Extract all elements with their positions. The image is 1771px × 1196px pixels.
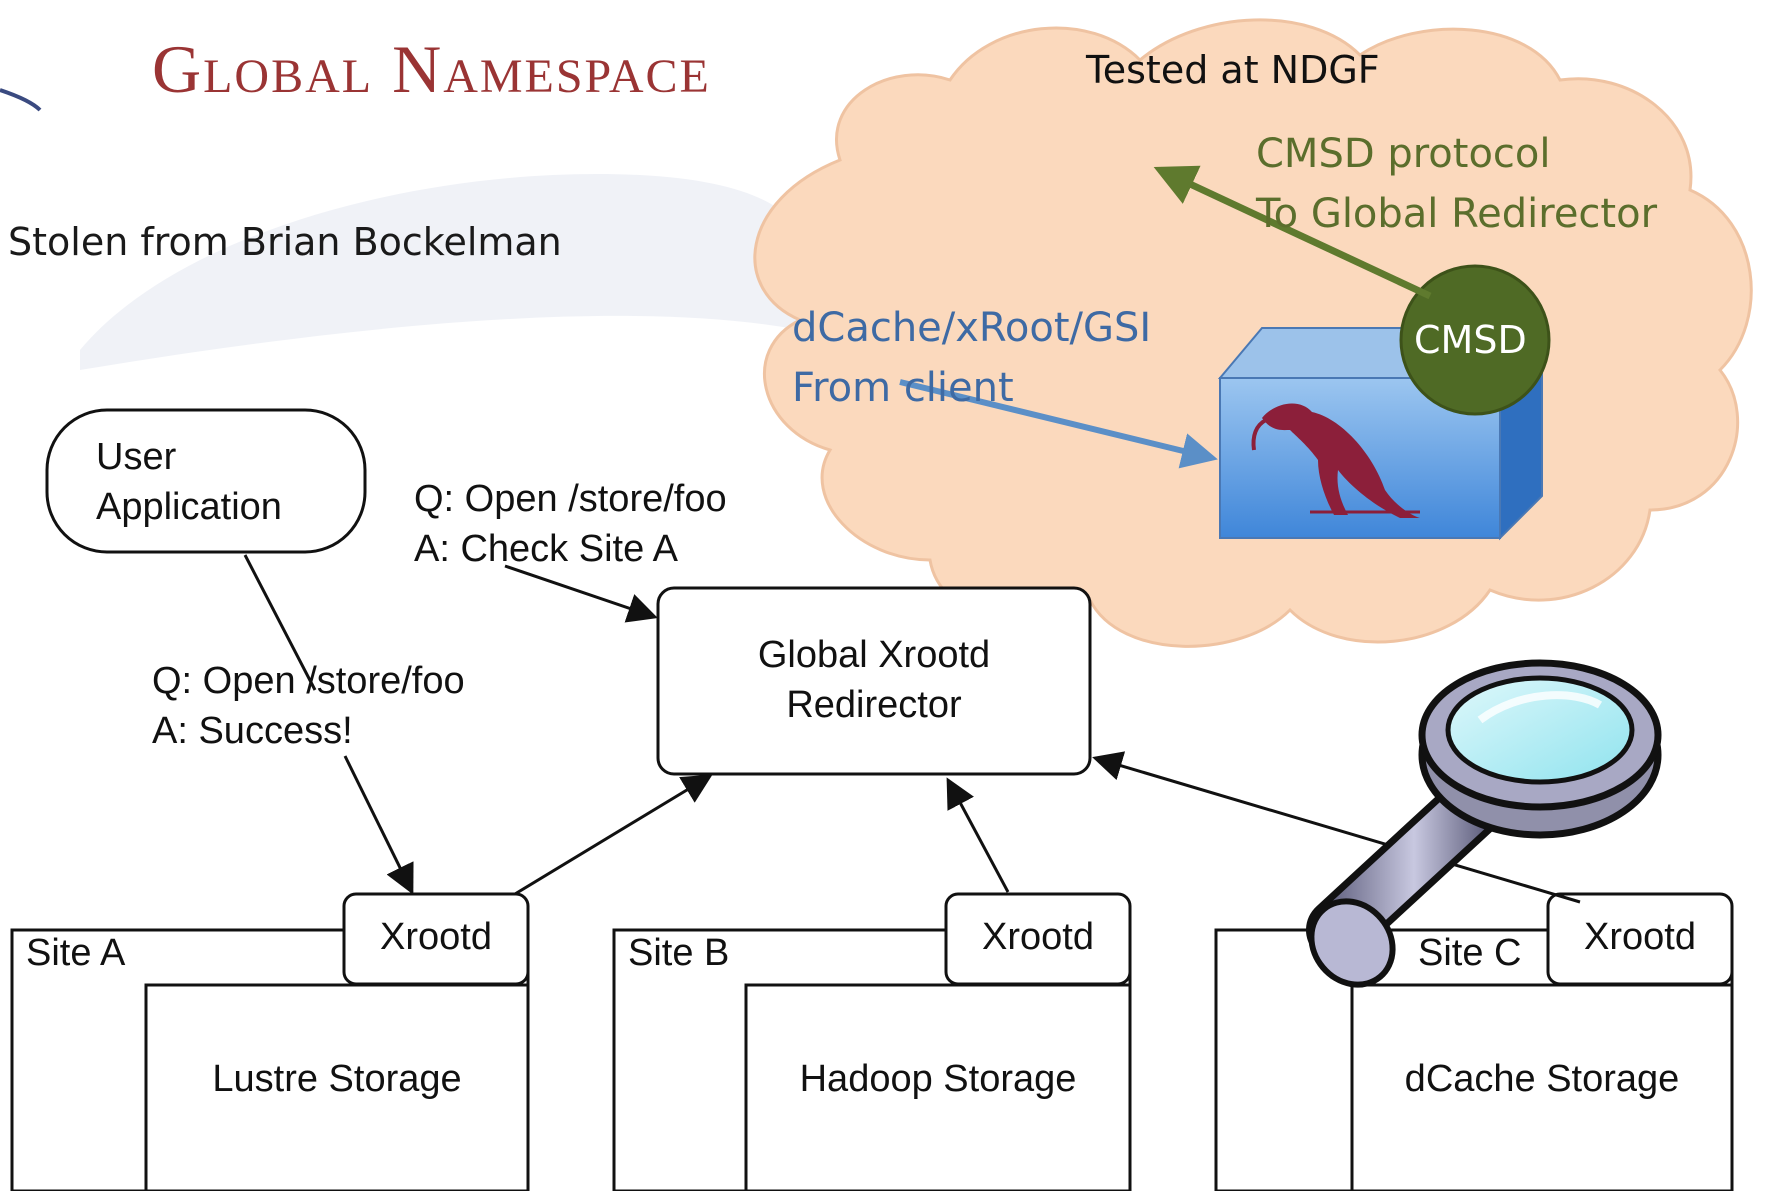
query1-line1: Q: Open /store/foo [414, 478, 727, 520]
query2-label: Q: Open /store/foo A: Success! [152, 656, 465, 756]
redirector-label: Global Xrootd Redirector [758, 630, 990, 730]
redirector-line2: Redirector [786, 684, 962, 726]
user-to-site-a-line [243, 554, 317, 691]
cmsd-protocol-arrow [1153, 165, 1432, 300]
site-b-xrootd: Xrootd [982, 916, 1094, 958]
user-app-line2: Application [96, 486, 282, 528]
site-c-to-redirector-arrow [1092, 751, 1581, 904]
site-a-name: Site A [26, 932, 126, 974]
redirector-line1: Global Xrootd [757, 634, 991, 676]
query2-line1: Q: Open /store/foo [152, 660, 465, 702]
query1-line2: A: Check Site A [414, 528, 679, 570]
client-protocol-label: dCache/xRoot/GSI From client [792, 298, 1151, 418]
site-a-xrootd: Xrootd [380, 916, 492, 958]
client-protocol-line1: dCache/xRoot/GSI [792, 305, 1152, 351]
client-protocol-arrow [899, 379, 1218, 469]
site-b-to-redirector-arrow [946, 777, 1010, 893]
credit-text: Stolen from Brian Bockelman [8, 220, 562, 264]
site-b-group [612, 892, 1132, 1193]
site-a-storage: Lustre Storage [212, 1058, 462, 1100]
cmsd-badge-label: CMSD [1414, 318, 1527, 362]
tested-at-label: Tested at NDGF [1086, 48, 1380, 92]
client-protocol-line2: From client [792, 365, 1014, 411]
user-application-label: User Application [96, 432, 282, 532]
site-c-xrootd: Xrootd [1584, 916, 1696, 958]
user-app-line1: User [96, 436, 177, 478]
global-redirector-box [656, 586, 1092, 776]
site-b-name: Site B [628, 932, 730, 974]
cmsd-badge-circle [1399, 264, 1551, 416]
magnifier-icon [1306, 659, 1662, 988]
site-b-storage: Hadoop Storage [799, 1058, 1077, 1100]
query1-arrow [504, 564, 658, 623]
query2-arrow [343, 755, 414, 895]
cmsd-protocol-label: CMSD protocol To Global Redirector [1256, 124, 1657, 244]
site-c-storage: dCache Storage [1404, 1058, 1680, 1100]
site-c-name: Site C [1418, 932, 1522, 974]
background-swoosh [80, 173, 800, 370]
user-application-box [45, 408, 367, 554]
site-a-group [10, 892, 530, 1193]
site-a-to-redirector-arrow [514, 774, 713, 896]
cmsd-protocol-line1: CMSD protocol [1256, 131, 1551, 177]
query1-label: Q: Open /store/foo A: Check Site A [414, 474, 727, 574]
slide-title: Global Namespace [152, 31, 711, 107]
corner-arc [0, 88, 42, 112]
ibis-bird-icon [1251, 403, 1420, 518]
cmsd-protocol-line2: To Global Redirector [1256, 191, 1658, 237]
query2-line2: A: Success! [152, 710, 353, 752]
